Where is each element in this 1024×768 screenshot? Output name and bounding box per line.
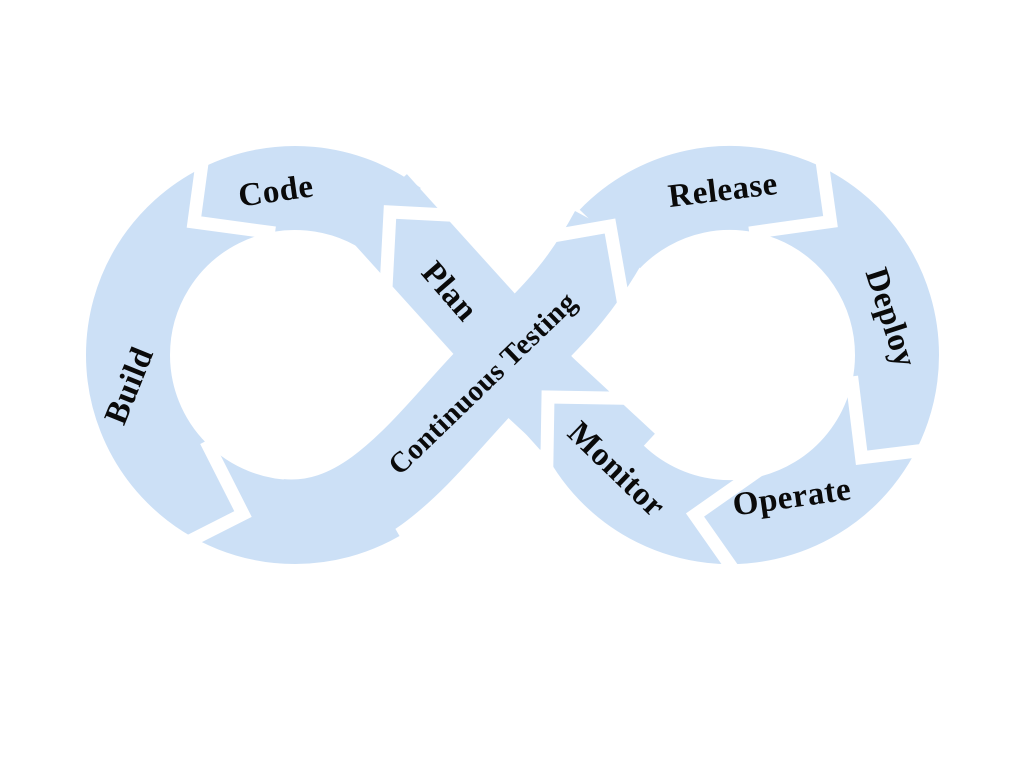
chevron-plan-to-code (379, 205, 473, 295)
chevron-testing-to-release (528, 218, 631, 308)
arrow-separators (167, 139, 944, 586)
chevron-monitor-to-plan (540, 390, 631, 480)
loop-bands (85, 145, 940, 565)
chevron-release-to-deploy (748, 139, 838, 240)
continuous-testing-band (276, 210, 649, 564)
chevron-build-to-testing (167, 438, 252, 557)
chevron-code-to-build (186, 140, 276, 240)
chevron-deploy-to-operate (845, 375, 944, 466)
chevron-operate-to-monitor (685, 462, 766, 586)
right-loop-ring (540, 146, 940, 565)
